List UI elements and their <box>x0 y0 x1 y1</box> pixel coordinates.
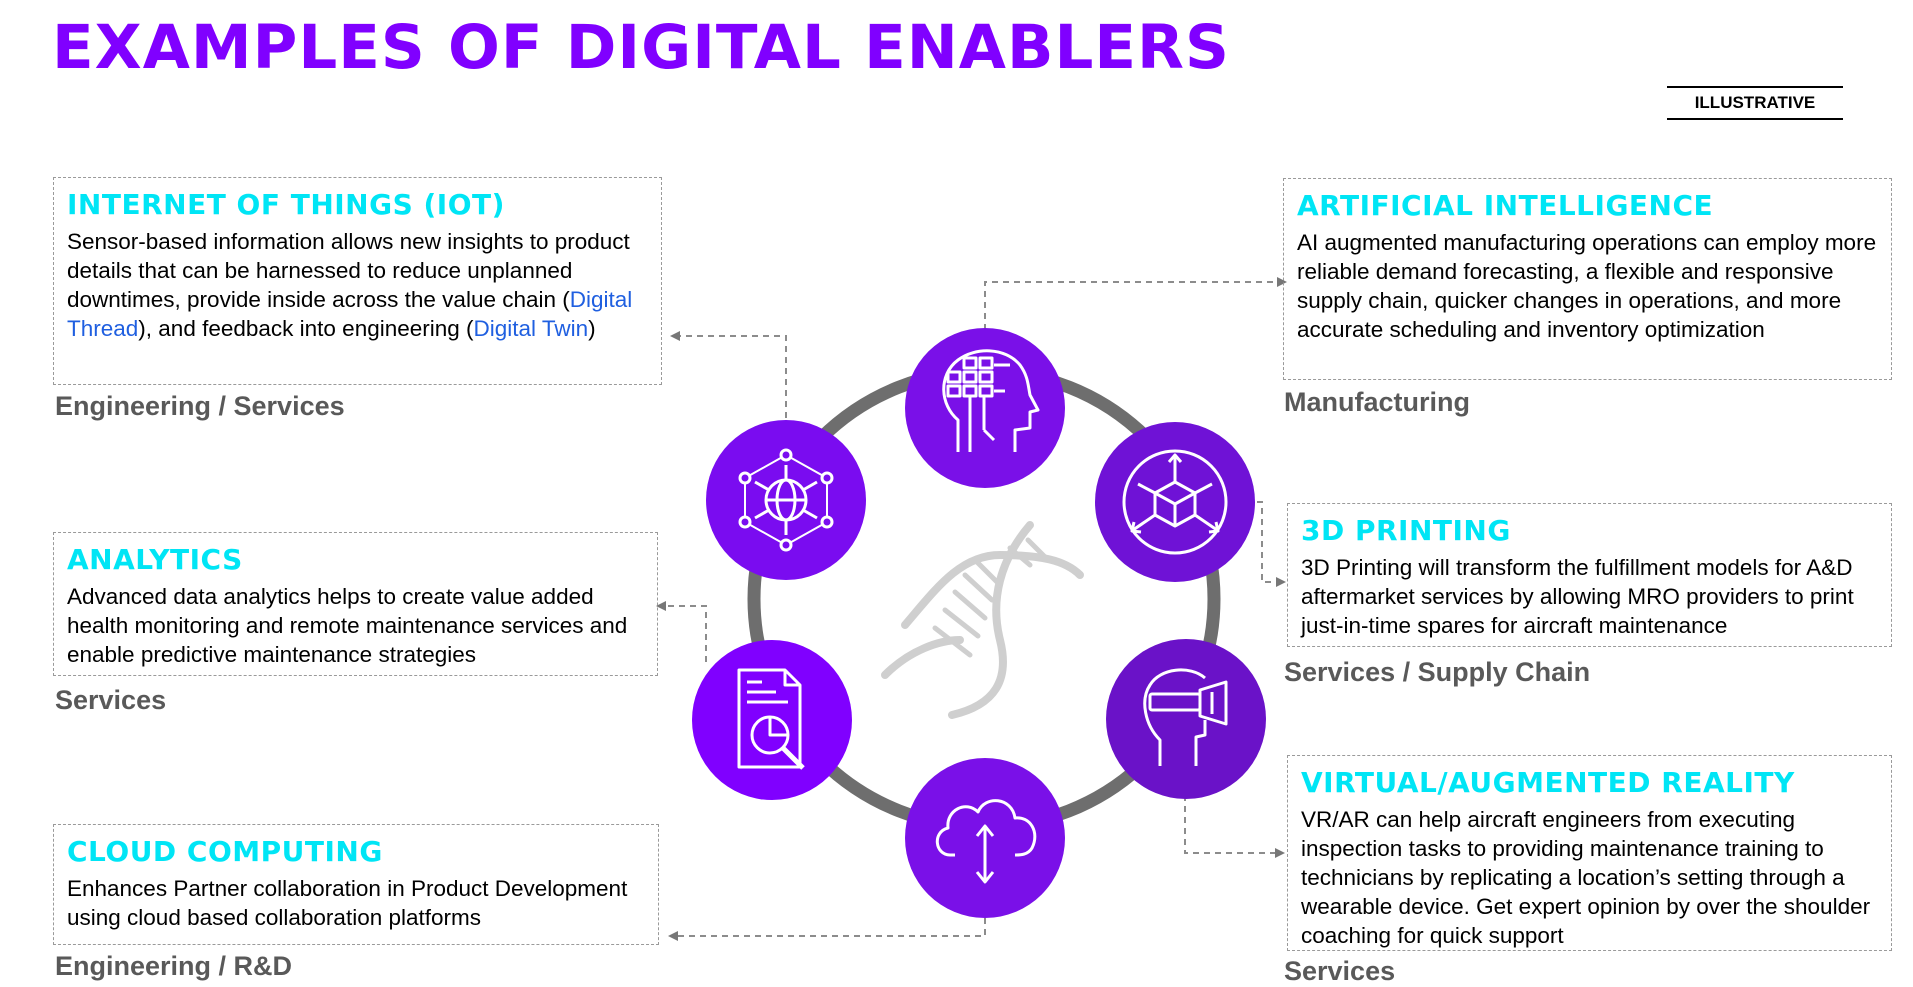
printing-category: Services / Supply Chain <box>1284 657 1591 687</box>
ai-description: AI augmented manufacturing operations ca… <box>1297 230 1877 343</box>
globe-network-icon <box>738 448 834 552</box>
vr-category: Services <box>1284 956 1396 986</box>
analytics-heading: ANALYTICS <box>67 543 243 576</box>
analytics-category: Services <box>55 685 167 715</box>
ai-heading: ARTIFICIAL INTELLIGENCE <box>1297 189 1714 222</box>
connector-ai <box>984 277 1287 330</box>
3d-cube-icon <box>1122 449 1228 555</box>
connector-vr <box>1184 795 1285 858</box>
cloud-heading: CLOUD COMPUTING <box>67 835 383 868</box>
connector-cloud <box>668 918 986 941</box>
iot-box: INTERNET OF THINGS (IOT) Sensor-based in… <box>53 177 662 385</box>
printing-heading: 3D PRINTING <box>1301 514 1511 547</box>
connector-iot <box>670 331 787 440</box>
page-title: EXAMPLES OF DIGITAL ENABLERS <box>52 12 1230 83</box>
printing-circle <box>1095 422 1255 582</box>
analytics-description: Advanced data analytics helps to create … <box>67 584 628 668</box>
ai-head-icon <box>942 349 1040 452</box>
vr-circle <box>1106 639 1266 799</box>
iot-heading: INTERNET OF THINGS (IOT) <box>67 188 505 221</box>
digital-thread-link[interactable]: Digital Thread <box>67 287 633 342</box>
cloud-description: Enhances Partner collaboration in Produc… <box>67 876 628 931</box>
printing-description: 3D Printing will transform the fulfillme… <box>1301 555 1854 639</box>
vr-description: VR/AR can help aircraft engineers from e… <box>1301 807 1871 949</box>
report-analysis-icon <box>737 668 805 770</box>
vr-box: VIRTUAL/AUGMENTED REALITY VR/AR can help… <box>1287 755 1892 951</box>
ai-category: Manufacturing <box>1284 387 1470 417</box>
connector-printing <box>1257 501 1286 587</box>
illustrative-badge: ILLUSTRATIVE <box>1667 86 1843 120</box>
digital-twin-link[interactable]: Digital Twin <box>473 316 589 342</box>
analytics-box: ANALYTICS Advanced data analytics helps … <box>53 532 658 676</box>
cloud-box: CLOUD COMPUTING Enhances Partner collabo… <box>53 824 659 945</box>
cloud-category: Engineering / R&D <box>55 951 293 981</box>
printing-box: 3D PRINTING 3D Printing will transform t… <box>1287 503 1892 647</box>
vr-heading: VIRTUAL/AUGMENTED REALITY <box>1301 766 1795 799</box>
dna-icon <box>881 521 1084 719</box>
analytics-circle <box>692 640 852 800</box>
ai-box: ARTIFICIAL INTELLIGENCE AI augmented man… <box>1283 178 1892 380</box>
vr-headset-icon <box>1143 668 1228 766</box>
cloud-sync-icon <box>935 799 1037 884</box>
iot-category: Engineering / Services <box>55 391 345 421</box>
connector-analytics <box>656 601 707 662</box>
iot-description: Sensor-based information allows new insi… <box>67 229 633 342</box>
